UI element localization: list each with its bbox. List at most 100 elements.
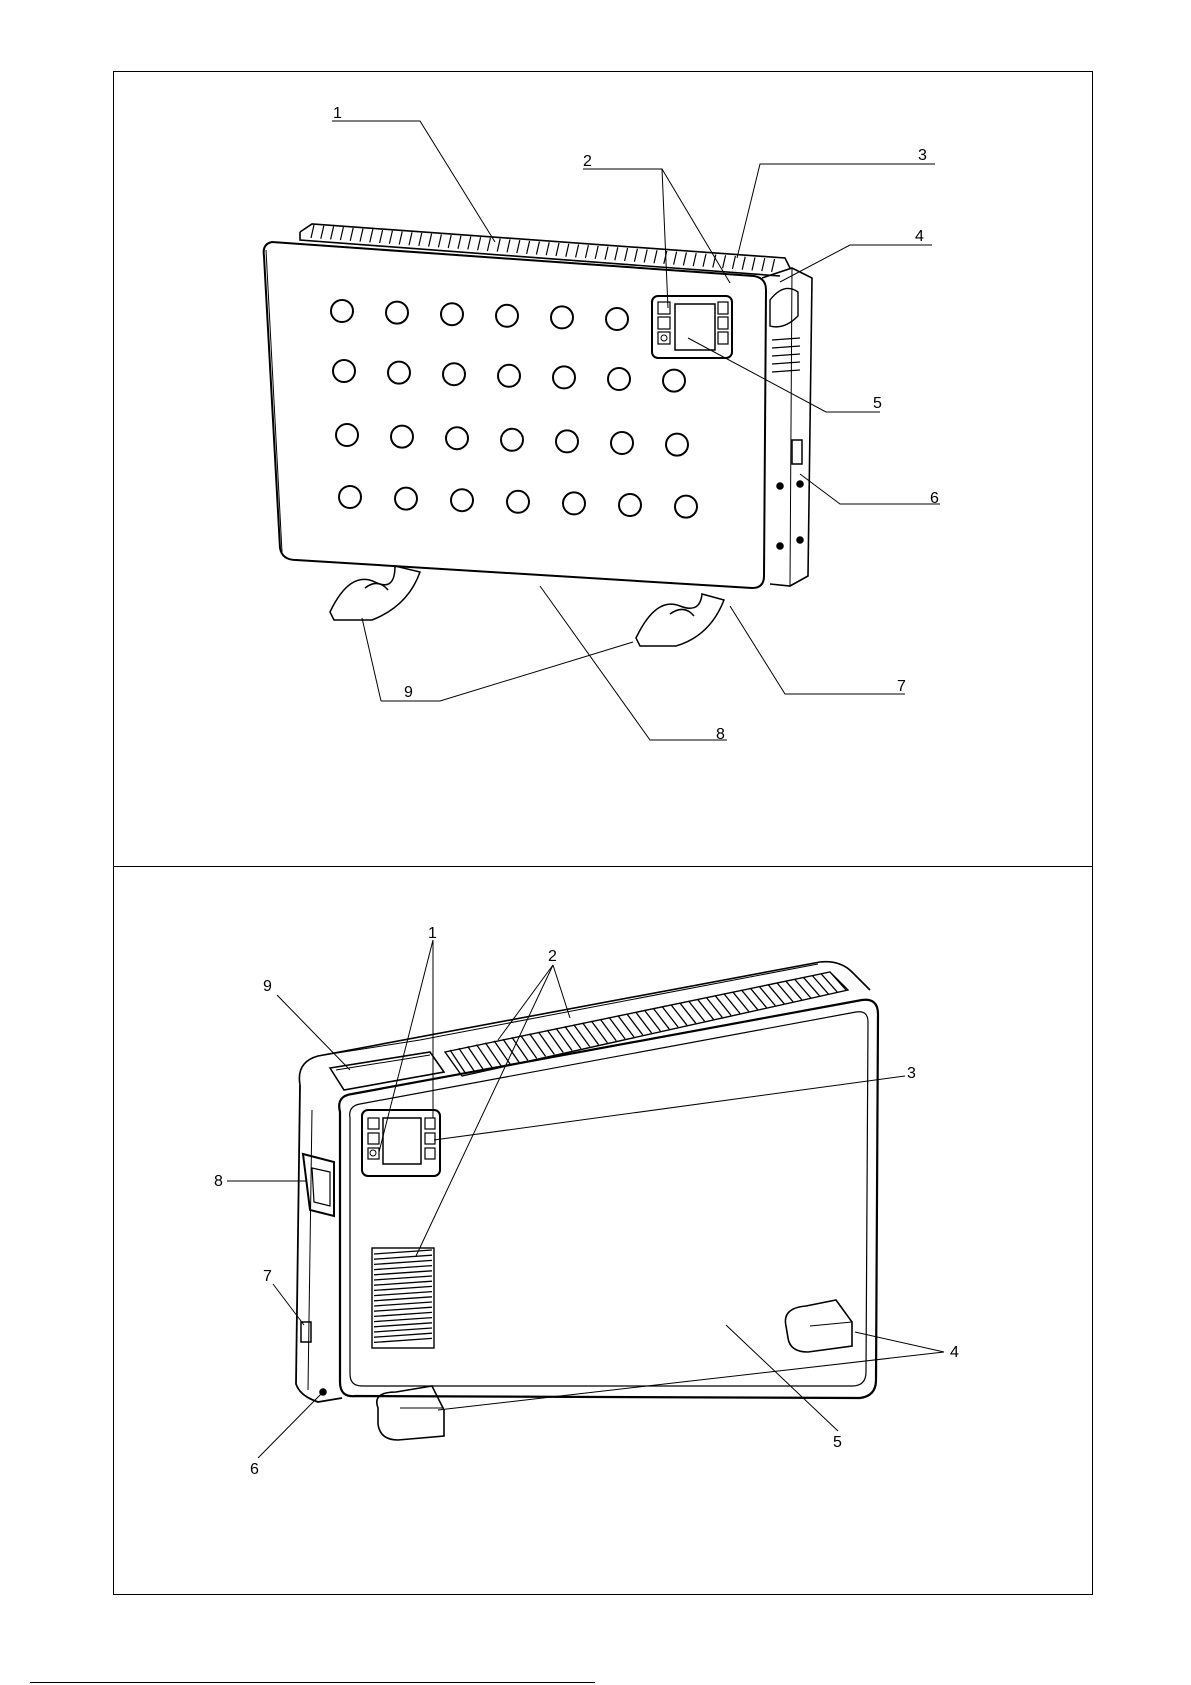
bottom-callout-1: 1 <box>428 925 437 942</box>
grille-fin <box>487 238 490 251</box>
grille-fin <box>636 1012 652 1033</box>
grille-fin <box>477 1045 493 1069</box>
front-vent-circle <box>496 305 518 327</box>
front-vent-circle <box>443 363 465 385</box>
grille-slat <box>374 1323 432 1327</box>
grille-fin <box>419 233 422 246</box>
front-vent-circle <box>507 491 529 513</box>
grille-fin <box>331 226 334 239</box>
front-vent-circle <box>333 360 355 382</box>
grille-fin <box>497 239 500 252</box>
top-callout-3: 3 <box>918 147 927 164</box>
grille-slat <box>374 1271 432 1275</box>
grille-fin <box>662 1006 678 1027</box>
top-callout-6: 6 <box>930 490 939 507</box>
front-vent-circle <box>553 366 575 388</box>
grille-fin <box>321 226 324 239</box>
grille-fin <box>654 250 657 263</box>
grille-fin <box>762 258 765 271</box>
front-vent-circle <box>501 429 523 451</box>
grille-slat <box>374 1281 432 1285</box>
bottom-callout-9: 9 <box>263 978 272 995</box>
grille-fin <box>683 252 686 265</box>
grille-fin <box>644 249 647 262</box>
grille-slat <box>374 1292 432 1296</box>
grille-slat <box>374 1338 432 1342</box>
top-front-vents <box>331 300 697 518</box>
grille-fin <box>512 1037 528 1060</box>
bottom-callout-7: 7 <box>263 1268 272 1285</box>
front-vent-circle <box>563 492 585 514</box>
grille-fin <box>609 1017 625 1038</box>
grille-fin <box>556 243 559 256</box>
grille-fin <box>674 252 677 265</box>
front-vent-circle <box>391 426 413 448</box>
top-callout-2: 2 <box>583 153 592 170</box>
bottom-heater-drawing <box>296 962 878 1440</box>
top-callout-5: 5 <box>873 395 882 412</box>
grille-fin <box>468 237 471 250</box>
front-vent-circle <box>608 368 630 390</box>
grille-fin <box>742 257 745 270</box>
front-vent-circle <box>675 496 697 518</box>
grille-fin <box>574 1025 590 1047</box>
grille-fin <box>627 1014 643 1035</box>
front-vent-circle <box>666 434 688 456</box>
grille-fin <box>458 236 461 249</box>
grille-fin <box>566 244 569 257</box>
grille-fin <box>340 227 343 240</box>
front-vent-circle <box>451 489 473 511</box>
front-vent-circle <box>386 302 408 324</box>
top-callout-labels: 1 2 3 4 5 6 7 8 9 <box>333 105 939 743</box>
bottom-callout-4: 4 <box>950 1344 959 1361</box>
grille-fin <box>689 1001 705 1021</box>
grille-fin <box>752 257 755 270</box>
grille-slat <box>374 1307 432 1311</box>
front-vent-circle <box>388 362 410 384</box>
grille-fin <box>527 241 530 254</box>
front-vent-circle <box>339 486 361 508</box>
grille-slat <box>374 1286 432 1290</box>
front-vent-circle <box>395 488 417 510</box>
grille-fin <box>697 999 713 1019</box>
grille-fin <box>732 256 735 269</box>
grille-fin <box>591 1021 607 1043</box>
front-vent-circle <box>441 303 463 325</box>
grille-fin <box>583 1023 599 1045</box>
grille-slat <box>374 1266 432 1270</box>
front-vent-circle <box>606 308 628 330</box>
grille-fin <box>311 225 314 238</box>
grille-fin <box>723 255 726 268</box>
grille-fin <box>478 237 481 250</box>
grille-fin <box>507 239 510 252</box>
top-leader-lines <box>332 121 940 740</box>
bottom-callout-2: 2 <box>548 948 557 965</box>
grille-slat <box>374 1318 432 1322</box>
grille-fin <box>380 230 383 243</box>
grille-fin <box>618 1016 634 1037</box>
top-callout-8: 8 <box>716 726 725 743</box>
grille-fin <box>360 229 363 242</box>
front-vent-circle <box>336 424 358 446</box>
grille-slat <box>374 1250 432 1254</box>
grille-fin <box>772 259 775 272</box>
grille-fin <box>615 247 618 260</box>
grille-fin <box>438 234 441 247</box>
grille-fin <box>671 1005 687 1026</box>
top-callout-1: 1 <box>333 105 342 122</box>
grille-fin <box>653 1008 669 1029</box>
grille-fin <box>625 248 628 261</box>
grille-slat <box>374 1312 432 1316</box>
grille-fin <box>546 242 549 255</box>
top-heater-drawing <box>264 224 812 646</box>
grille-fin <box>595 246 598 259</box>
grille-fin <box>680 1003 696 1023</box>
bottom-callout-3: 3 <box>907 1065 916 1082</box>
front-vent-circle <box>551 306 573 328</box>
grille-fin <box>468 1046 484 1070</box>
grille-fin <box>556 1028 572 1050</box>
front-vent-circle <box>556 430 578 452</box>
grille-fin <box>693 253 696 266</box>
grille-fin <box>585 245 588 258</box>
